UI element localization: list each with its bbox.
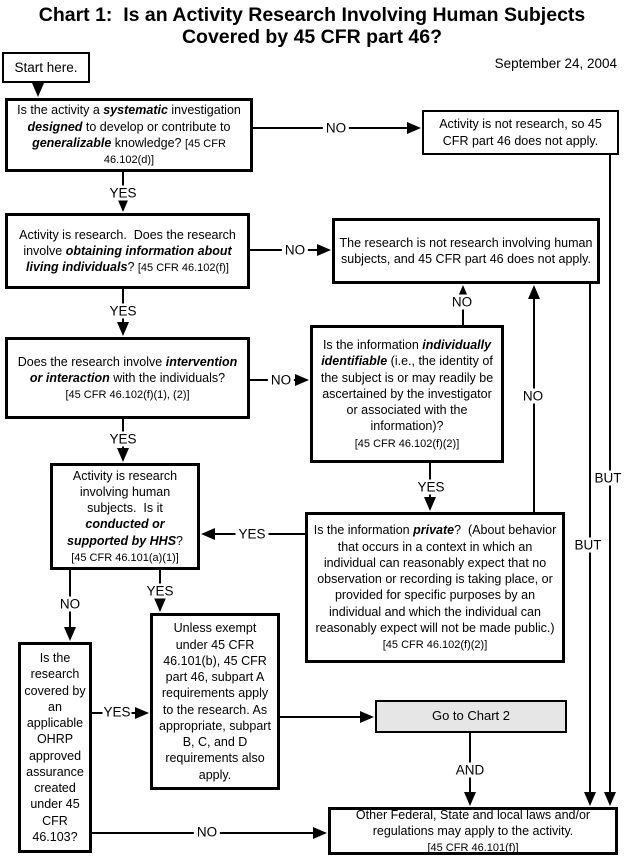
edge-label-but-bottom: BUT [573,537,603,553]
edge-label-private-yes: YES [235,526,269,542]
node-ohrp-assurance: Is the research covered by an applicable… [18,642,92,853]
node-not-research-text: Activity is not research, so 45 CFR part… [439,117,602,148]
page-title-line2: Covered by 45 CFR part 46? [181,26,443,48]
node-hhs-conducted-supported: Activity is research involving human sub… [50,463,200,570]
node-q3-text: Does the research involve intervention o… [17,354,238,402]
edge-label-private-no: NO [519,388,547,404]
node-private-information: Is the information private? (About behav… [305,512,565,663]
node-not-research: Activity is not research, so 45 CFR part… [422,110,619,155]
edge-label-and: AND [452,762,488,778]
node-exempt-text: Unless exempt under 45 CFR 46.101(b), 45… [159,621,271,782]
node-subpart-requirements: Unless exempt under 45 CFR 46.101(b), 45… [150,613,280,790]
node-private-text: Is the information private? (About behav… [313,523,557,652]
node-ohrp-text: Is the research covered by an applicable… [24,651,86,844]
node-q3-intervention-interaction: Does the research involve intervention o… [5,337,250,419]
node-hhs-text: Activity is research involving human sub… [67,468,183,564]
node-individually-identifiable: Is the information individually identifi… [310,325,504,463]
node-start-here-text: Start here. [14,59,78,75]
edge-label-q1-yes: YES [106,185,140,201]
edge-label-hhs-yes: YES [143,583,177,599]
node-not-human-subjects: The research is not research involving h… [332,218,600,284]
edge-label-identifiable-yes: YES [414,479,448,495]
edge-label-q3-yes: YES [106,431,140,447]
node-chart2-text: Go to Chart 2 [431,708,511,724]
edge-label-ohrp-yes: YES [102,704,132,720]
node-go-to-chart2: Go to Chart 2 [375,700,567,733]
page-title-line1: Chart 1: Is an Activity Research Involvi… [38,4,586,26]
edge-label-q2-no: NO [281,242,309,258]
edge-label-but-top: BUT [593,470,623,486]
node-q1-systematic-investigation: Is the activity a systematic investigati… [5,98,253,172]
edge-label-ohrp-no: NO [193,824,221,840]
page-title: Chart 1: Is an Activity Research Involvi… [0,4,624,48]
node-q2-text: Activity is research. Does the research … [19,227,236,275]
edge-label-q3-no: NO [267,372,295,388]
node-q2-obtaining-information: Activity is research. Does the research … [5,213,250,289]
node-start-here: Start here. [2,52,90,83]
edge-label-hhs-no: NO [56,596,84,612]
edge-label-q1-no: NO [322,120,350,136]
node-other-laws-text: Other Federal, State and local laws and/… [355,807,591,855]
edge-label-q2-yes: YES [106,303,140,319]
edge-label-identifiable-no: NO [448,294,476,310]
node-other-laws: Other Federal, State and local laws and/… [328,807,618,855]
node-q1-text: Is the activity a systematic investigati… [17,103,241,167]
node-not-human-subjects-text: The research is not research involving h… [339,235,593,266]
chart-date: September 24, 2004 [494,56,617,71]
node-identifiable-text: Is the information individually identifi… [320,338,494,450]
